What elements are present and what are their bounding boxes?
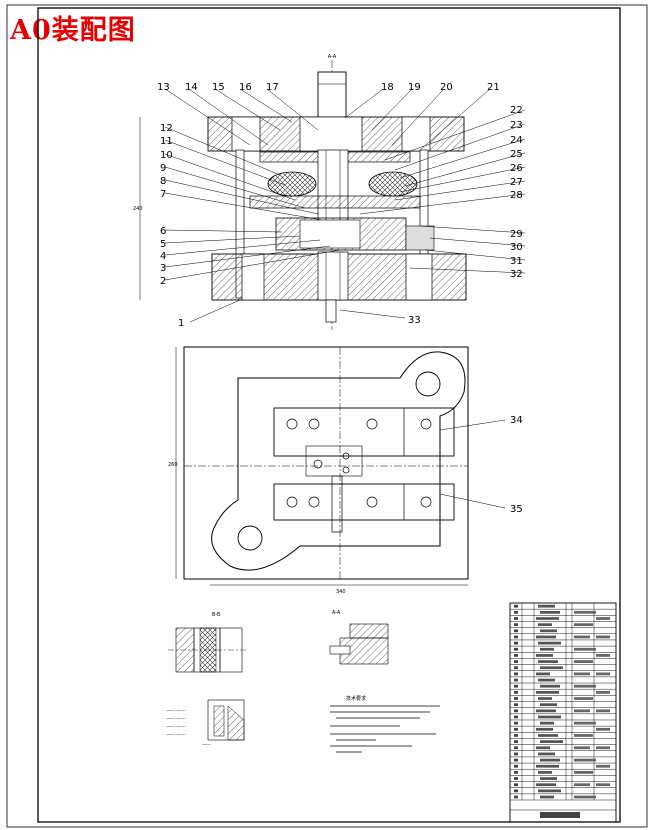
svg-text:14: 14 xyxy=(185,82,198,93)
svg-text:技术要求: 技术要求 xyxy=(346,695,366,702)
svg-text:340: 340 xyxy=(336,589,346,595)
svg-text:—— ——: —— —— xyxy=(166,725,186,730)
inner-border xyxy=(37,7,621,823)
svg-text:26: 26 xyxy=(510,163,523,174)
svg-text:8: 8 xyxy=(160,176,166,187)
svg-text:3: 3 xyxy=(160,263,166,274)
svg-text:11: 11 xyxy=(160,136,173,147)
front-section-view: A-A xyxy=(133,54,526,330)
svg-text:9: 9 xyxy=(160,163,166,174)
detail-view-aa: A-A xyxy=(329,610,389,665)
svg-text:——: —— xyxy=(202,743,212,748)
svg-text:27: 27 xyxy=(510,177,523,188)
svg-text:22: 22 xyxy=(510,105,523,116)
svg-text:17: 17 xyxy=(266,82,279,93)
svg-text:—— ——: —— —— xyxy=(166,733,186,738)
svg-text:A-A: A-A xyxy=(332,610,341,616)
svg-text:28: 28 xyxy=(510,190,523,201)
svg-text:—— ——: —— —— xyxy=(166,709,186,714)
svg-text:12: 12 xyxy=(160,123,173,134)
technical-notes: 技术要求 xyxy=(330,695,440,753)
plan-view: 340 260 34 35 xyxy=(168,346,523,595)
svg-text:33: 33 xyxy=(408,315,421,326)
svg-text:240: 240 xyxy=(133,206,143,212)
svg-text:23: 23 xyxy=(510,120,523,131)
svg-text:—— ——: —— —— xyxy=(166,717,186,722)
svg-text:24: 24 xyxy=(510,135,523,146)
svg-text:29: 29 xyxy=(510,229,523,240)
svg-text:10: 10 xyxy=(160,150,173,161)
svg-text:B-B: B-B xyxy=(212,612,221,618)
svg-text:6: 6 xyxy=(160,226,166,237)
svg-text:32: 32 xyxy=(510,269,523,280)
detail-view-bb: B-B xyxy=(168,612,248,673)
svg-text:34: 34 xyxy=(510,415,523,426)
svg-text:20: 20 xyxy=(440,82,453,93)
svg-text:1: 1 xyxy=(178,318,184,329)
svg-text:2: 2 xyxy=(160,276,166,287)
outer-border xyxy=(6,4,648,828)
svg-text:260: 260 xyxy=(168,462,178,468)
svg-text:31: 31 xyxy=(510,256,523,267)
svg-text:13: 13 xyxy=(157,82,170,93)
section-label-top: A-A xyxy=(328,54,337,60)
bom-table xyxy=(509,602,617,823)
svg-text:4: 4 xyxy=(160,251,166,262)
svg-text:21: 21 xyxy=(487,82,500,93)
svg-text:19: 19 xyxy=(408,82,421,93)
svg-text:15: 15 xyxy=(212,82,225,93)
svg-text:5: 5 xyxy=(160,239,166,250)
svg-text:25: 25 xyxy=(510,149,523,160)
svg-text:35: 35 xyxy=(510,504,523,515)
svg-text:18: 18 xyxy=(381,82,394,93)
page-title: A0装配图 xyxy=(10,15,136,46)
svg-text:7: 7 xyxy=(160,189,166,200)
detail-view-small: —— —— —— —— —— —— —— —— —— xyxy=(166,699,245,748)
svg-text:30: 30 xyxy=(510,242,523,253)
svg-text:16: 16 xyxy=(239,82,252,93)
